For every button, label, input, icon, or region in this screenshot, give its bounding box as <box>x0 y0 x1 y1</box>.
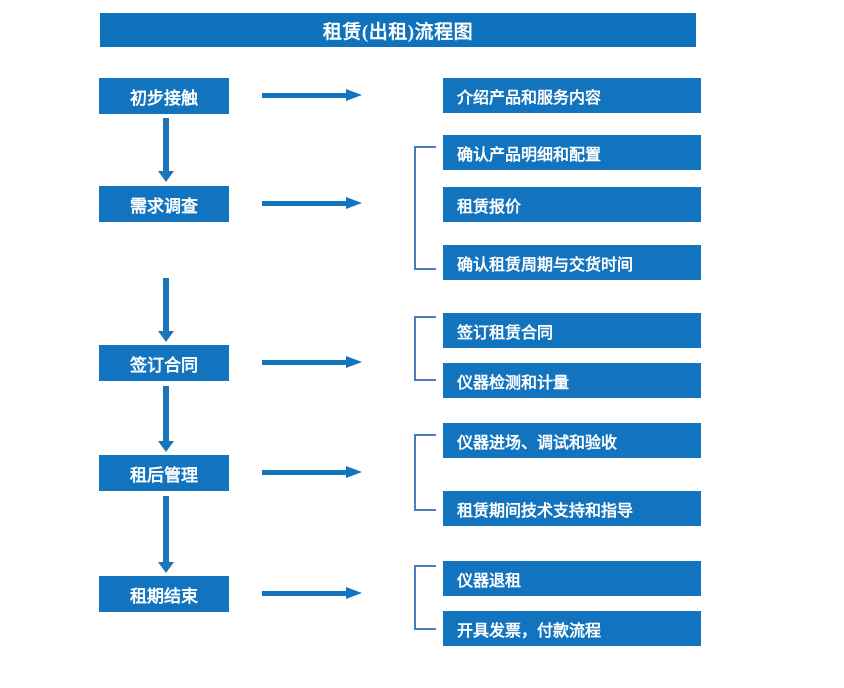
horizontal-arrow-4 <box>262 464 362 482</box>
arrow-shaft <box>262 93 348 98</box>
bracket-stage-2 <box>414 146 436 270</box>
detail-box-querenchanpinmingxi[interactable]: 确认产品明细和配置 <box>443 135 701 170</box>
stage-label: 租后管理 <box>130 465 198 485</box>
detail-box-zulinqijianjishuzhichi[interactable]: 租赁期间技术支持和指导 <box>443 491 701 526</box>
detail-box-yiqijinchang[interactable]: 仪器进场、调试和验收 <box>443 423 701 458</box>
arrow-shaft <box>262 360 348 365</box>
arrow-head-down-icon <box>158 171 174 182</box>
detail-box-zulinbaojia[interactable]: 租赁报价 <box>443 187 701 222</box>
stage-box-xuqiudiaocha[interactable]: 需求调查 <box>99 186 229 222</box>
horizontal-arrow-2 <box>262 195 362 213</box>
detail-label: 仪器进场、调试和验收 <box>457 434 618 452</box>
arrow-head-right-icon <box>346 587 362 599</box>
stage-label: 初步接触 <box>130 88 198 108</box>
detail-label: 仪器检测和计量 <box>457 374 570 392</box>
arrow-shaft <box>262 591 348 596</box>
arrow-head-down-icon <box>158 441 174 452</box>
arrow-head-right-icon <box>346 356 362 368</box>
arrow-shaft <box>163 278 169 331</box>
vertical-arrow-4 <box>158 496 174 573</box>
stage-label: 签订合同 <box>130 355 198 375</box>
stage-box-zuqijieshu[interactable]: 租期结束 <box>99 576 229 612</box>
detail-label: 租赁报价 <box>457 198 522 216</box>
arrow-shaft <box>262 201 348 206</box>
arrow-head-right-icon <box>346 197 362 209</box>
bracket-stage-5 <box>414 565 436 630</box>
stage-label: 需求调查 <box>130 196 198 216</box>
detail-label: 仪器退租 <box>457 572 522 590</box>
detail-box-yiqituizu[interactable]: 仪器退租 <box>443 561 701 596</box>
detail-box-querenzulinzhouqi[interactable]: 确认租赁周期与交货时间 <box>443 245 701 280</box>
page-title: 租赁(出租)流程图 <box>100 13 696 47</box>
arrow-head-right-icon <box>346 89 362 101</box>
stage-box-chubujiechu[interactable]: 初步接触 <box>99 78 229 114</box>
arrow-head-down-icon <box>158 331 174 342</box>
detail-box-kaijufapiao[interactable]: 开具发票，付款流程 <box>443 611 701 646</box>
horizontal-arrow-5 <box>262 585 362 603</box>
vertical-arrow-1 <box>158 118 174 182</box>
vertical-arrow-2 <box>158 278 174 342</box>
vertical-arrow-3 <box>158 386 174 452</box>
detail-label: 确认产品明细和配置 <box>457 146 602 164</box>
stage-box-qiandinghetong[interactable]: 签订合同 <box>99 345 229 381</box>
horizontal-arrow-3 <box>262 354 362 372</box>
detail-label: 确认租赁周期与交货时间 <box>457 256 634 274</box>
arrow-shaft <box>163 118 169 171</box>
detail-label: 介绍产品和服务内容 <box>457 89 602 107</box>
stage-label: 租期结束 <box>130 586 198 606</box>
arrow-shaft <box>163 386 169 441</box>
arrow-head-down-icon <box>158 562 174 573</box>
detail-box-qiandingzulinhetong[interactable]: 签订租赁合同 <box>443 313 701 348</box>
stage-box-zuhouguanli[interactable]: 租后管理 <box>99 455 229 491</box>
horizontal-arrow-1 <box>262 87 362 105</box>
detail-label: 租赁期间技术支持和指导 <box>457 502 634 520</box>
arrow-head-right-icon <box>346 466 362 478</box>
detail-label: 签订租赁合同 <box>457 324 554 342</box>
arrow-shaft <box>262 470 348 475</box>
detail-box-yiqijianceheji[interactable]: 仪器检测和计量 <box>443 363 701 398</box>
detail-label: 开具发票，付款流程 <box>457 622 602 640</box>
detail-box-jieshaochanpin[interactable]: 介绍产品和服务内容 <box>443 78 701 113</box>
bracket-stage-3 <box>414 316 436 381</box>
arrow-shaft <box>163 496 169 562</box>
bracket-stage-4 <box>414 434 436 511</box>
